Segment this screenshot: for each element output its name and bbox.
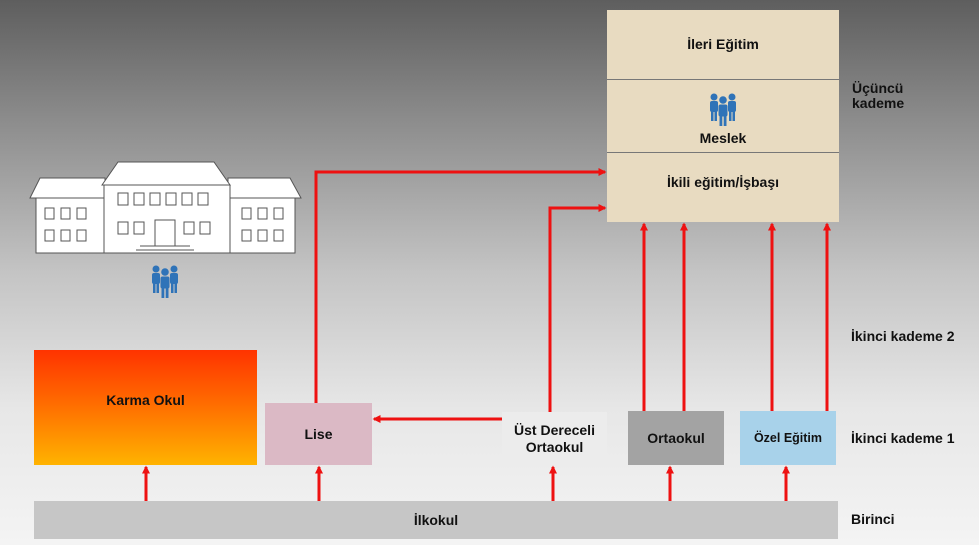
ileri-egitim-label: İleri Eğitim (687, 36, 759, 52)
ikili-egitim-box: İkili eğitim/İşbaşı (607, 154, 839, 222)
ust-dereceli-ortaokul-box: Üst Dereceli Ortaokul (502, 412, 607, 465)
ust-dereceli-ortaokul-label: Üst Dereceli Ortaokul (514, 421, 595, 455)
ikili-egitim-label: İkili eğitim/İşbaşı (666, 173, 780, 190)
tier-label-birinci: Birinci (851, 511, 895, 527)
people-icon (152, 265, 178, 298)
ileri-egitim-box: İleri Eğitim (607, 10, 839, 80)
ortaokul-box: Ortaokul (628, 411, 724, 465)
ortaokul-label: Ortaokul (647, 429, 705, 446)
karma-okul-label: Karma Okul (106, 392, 185, 408)
meslek-box: Meslek (607, 80, 839, 153)
ilkokul-box: İlkokul (34, 501, 838, 539)
tier-label-ikinci-2: İkinci kademe 2 (851, 328, 955, 344)
meslek-label: Meslek (699, 129, 747, 146)
lise-box: Lise (265, 403, 372, 465)
karma-okul-box: Karma Okul (34, 350, 257, 465)
tier-label-ucuncu: Üçüncü kademe (852, 80, 905, 111)
people-icon (710, 93, 736, 126)
arrow-lise-ikili (314, 168, 607, 403)
ozel-egitim-box: Özel Eğitim (740, 411, 836, 465)
ozel-egitim-label: Özel Eğitim (753, 430, 823, 445)
ilkokul-label: İlkokul (413, 511, 459, 528)
lise-label: Lise (304, 425, 333, 442)
tier-label-ikinci-1: İkinci kademe 1 (851, 430, 955, 446)
upper-education-block: İleri Eğitim Meslek İkili eğitim/İşbaşı (607, 10, 839, 222)
arrow-ust-ikili (548, 204, 607, 412)
